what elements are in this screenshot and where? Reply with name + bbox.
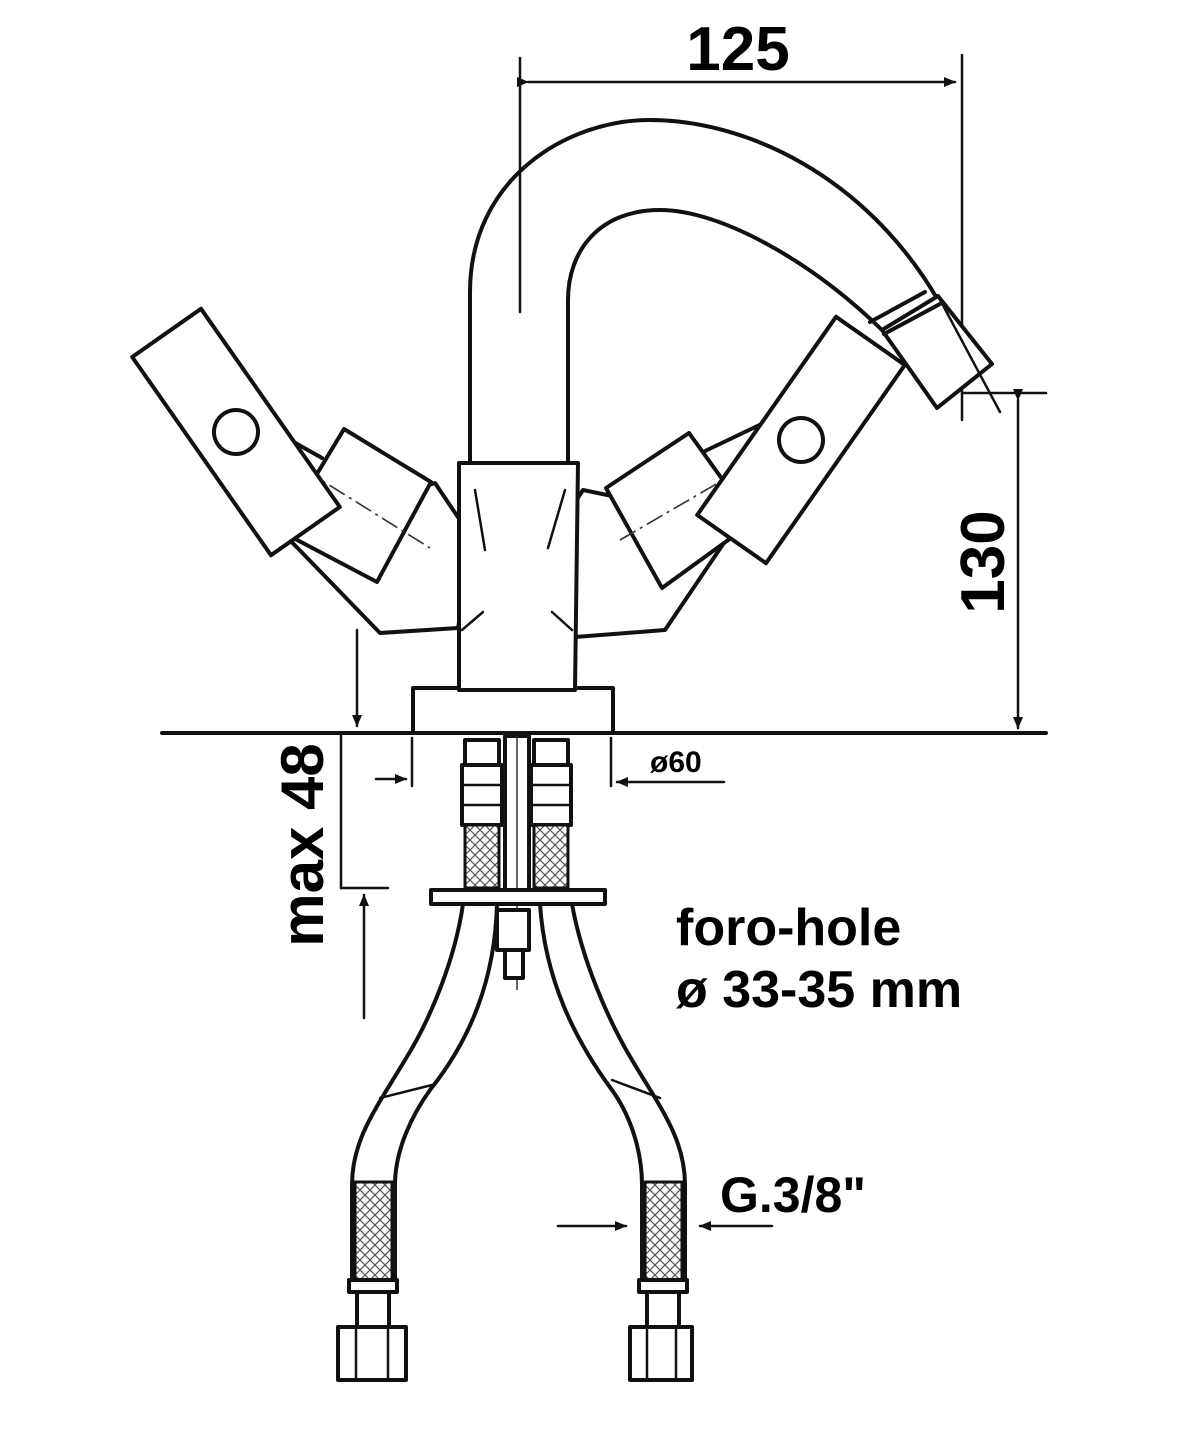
dimension-base-diameter: ø60 [374, 736, 726, 788]
mounting-nut [495, 908, 531, 952]
dimension-height: 130 [949, 389, 1048, 730]
note-line-2: ø 33-35 mm [676, 961, 962, 1019]
right-hose-nut [628, 1325, 694, 1382]
dimension-width-label: 125 [686, 15, 789, 84]
under-counter-fittings [429, 734, 607, 990]
right-cartridge [544, 411, 841, 639]
dimension-max-thickness-label: max 48 [269, 743, 336, 947]
right-cross-handle [695, 314, 907, 566]
dimension-hose-thread-label: G.3/8" [720, 1167, 866, 1223]
mounting-plate [429, 888, 607, 906]
mounting-hole-note: foro-hole ø 33-35 mm [676, 899, 962, 1019]
spout [468, 118, 1002, 465]
dimension-hose-thread: G.3/8" [556, 1167, 866, 1231]
dimension-max-thickness: max 48 [269, 628, 390, 1020]
left-hose [336, 902, 499, 1382]
dimension-width: 125 [517, 15, 964, 422]
dimension-height-label: 130 [949, 510, 1018, 613]
central-column [457, 461, 580, 692]
left-hose-nut [336, 1325, 408, 1382]
right-hose [538, 902, 694, 1382]
right-connector [529, 738, 573, 890]
faucet-body [130, 118, 1002, 735]
base-plate [411, 686, 615, 735]
note-line-1: foro-hole [676, 899, 901, 957]
left-connector [460, 738, 504, 890]
dimension-base-diameter-label: ø60 [650, 746, 702, 779]
left-cross-handle [130, 306, 342, 558]
